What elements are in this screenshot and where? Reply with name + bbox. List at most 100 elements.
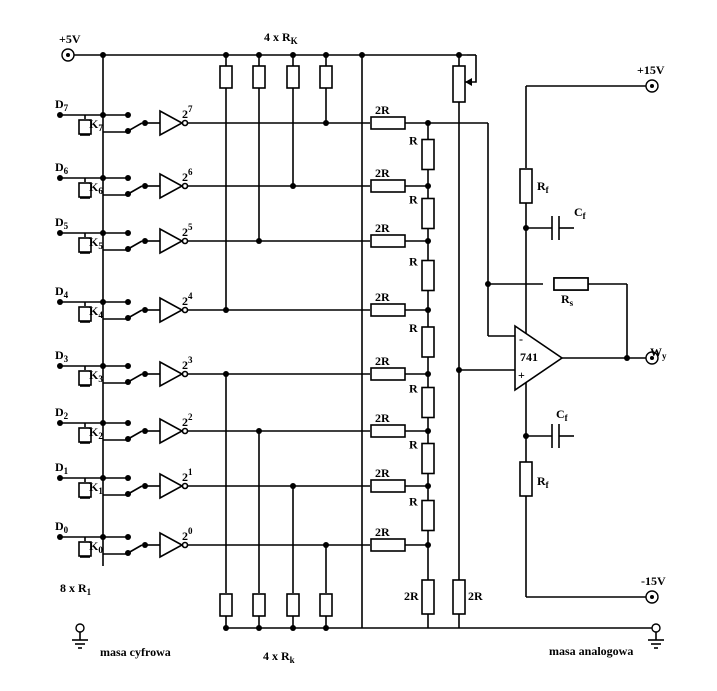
switch-dot: [125, 436, 131, 442]
ladder-dot: [425, 428, 431, 434]
data-label-4: D4: [55, 284, 69, 300]
vref-dot: [456, 367, 462, 373]
output-dot: [624, 355, 630, 361]
tap-dot: [223, 307, 229, 313]
ladder-r-label: R: [409, 382, 418, 396]
weight-label-1: 21: [182, 467, 193, 484]
switch-label-5-text: K: [89, 235, 99, 249]
weight-label-0-sup: 0: [188, 526, 193, 536]
tap-dot: [290, 183, 296, 189]
ladder-r-label: R: [409, 438, 418, 452]
r1-resistor: [78, 482, 92, 498]
two-r-label: 2R: [375, 290, 390, 304]
rk-bottom-label-sub: k: [290, 655, 295, 665]
data-label-5-text: D: [55, 215, 64, 229]
switch-dot: [142, 238, 148, 244]
two-r-label: 2R: [375, 411, 390, 425]
r1-resistor: [78, 119, 92, 135]
output-label-sub: y: [662, 351, 667, 361]
vref-2r-label: 2R: [468, 589, 483, 603]
switch-label-4-sub: 4: [98, 310, 103, 320]
analog-ground-label-text: masa analogowa: [549, 644, 633, 658]
vref-2r: [452, 579, 466, 615]
r1-resistor: [78, 541, 92, 557]
rs-body: [553, 277, 589, 291]
switch-dot: [142, 371, 148, 377]
bus-dot: [100, 299, 106, 305]
data-label-4-sub: 4: [64, 290, 69, 300]
two-r-resistor: [370, 234, 406, 248]
ladder-r-label: R: [409, 193, 418, 207]
tap-dot: [256, 428, 262, 434]
vpos-terminal-center: [650, 84, 654, 88]
rf-bottom-label: Rf: [537, 474, 550, 490]
weight-label-6: 26: [182, 167, 193, 184]
ladder-r-resistor: [421, 197, 435, 230]
ladder-r-resistor: [421, 442, 435, 475]
rk-bottom-resistor: [319, 593, 333, 617]
data-label-1-text: D: [55, 460, 64, 474]
cf-top-label: Cf: [574, 205, 587, 221]
two-r-label: 2R: [375, 221, 390, 235]
buffer-output-dot: [181, 182, 189, 190]
bus-dot: [100, 363, 106, 369]
weight-label-5-sup: 5: [188, 222, 193, 232]
rail-dot: [256, 52, 262, 58]
output-terminal-center: [650, 356, 654, 360]
data-label-3-sub: 3: [64, 354, 69, 364]
data-label-6-text: D: [55, 160, 64, 174]
weight-label-6-sup: 6: [188, 167, 193, 177]
switch-label-4-text: K: [89, 304, 99, 318]
data-label-7: D7: [55, 97, 69, 113]
ladder-dot: [425, 238, 431, 244]
data-label-2: D2: [55, 405, 69, 421]
switch-label-2: K2: [89, 425, 103, 441]
components: [61, 48, 661, 633]
weight-label-0: 20: [182, 526, 193, 543]
rk-bottom-label-text: 4 x R: [263, 649, 290, 663]
buffer-output-dot: [181, 237, 189, 245]
bottom-dot: [256, 625, 262, 631]
switch-dot: [125, 128, 131, 134]
two-r-label: 2R: [375, 103, 390, 117]
data-label-5-sub: 5: [64, 221, 69, 231]
potentiometer: [452, 65, 466, 103]
ladder-dot: [425, 120, 431, 126]
switch-dot: [125, 315, 131, 321]
contact-dot: [125, 112, 131, 118]
weight-label-2-text: 2: [182, 415, 188, 429]
weight-label-3-text: 2: [182, 358, 188, 372]
two-r-resistor: [370, 303, 406, 317]
switch-label-5-sub: 5: [98, 241, 103, 251]
data-label-4-text: D: [55, 284, 64, 298]
buffer-1: [159, 472, 184, 500]
weight-label-3: 23: [182, 355, 193, 372]
ladder-dot: [425, 483, 431, 489]
bus-dot: [100, 475, 106, 481]
weight-label-5: 25: [182, 222, 193, 239]
data-label-1-sub: 1: [64, 466, 69, 476]
tap-dot: [256, 238, 262, 244]
analog-ground-symbol-terminal: [651, 623, 661, 633]
bottom-dot: [290, 625, 296, 631]
switch-label-0-text: K: [89, 539, 99, 553]
two-r-label: 2R: [375, 354, 390, 368]
weight-label-1-text: 2: [182, 470, 188, 484]
switch-dot: [125, 246, 131, 252]
switch-dot: [125, 379, 131, 385]
rs-label-sub: s: [570, 298, 574, 308]
ladder-r-label: R: [409, 255, 418, 269]
switch-dot: [142, 307, 148, 313]
opamp-741: [514, 324, 564, 392]
contact-dot: [125, 534, 131, 540]
switch-dot: [142, 183, 148, 189]
ladder-2r-label: 2R: [404, 589, 419, 603]
rk-top-label: 4 x RK: [264, 30, 298, 46]
cf-bottom-label-text: C: [556, 407, 565, 421]
rk-bottom-resistor: [286, 593, 300, 617]
rk-bottom-label: 4 x Rk: [263, 649, 295, 665]
vneg-terminal-center: [650, 595, 654, 599]
weight-label-7: 27: [182, 104, 193, 121]
rail-dot: [290, 52, 296, 58]
